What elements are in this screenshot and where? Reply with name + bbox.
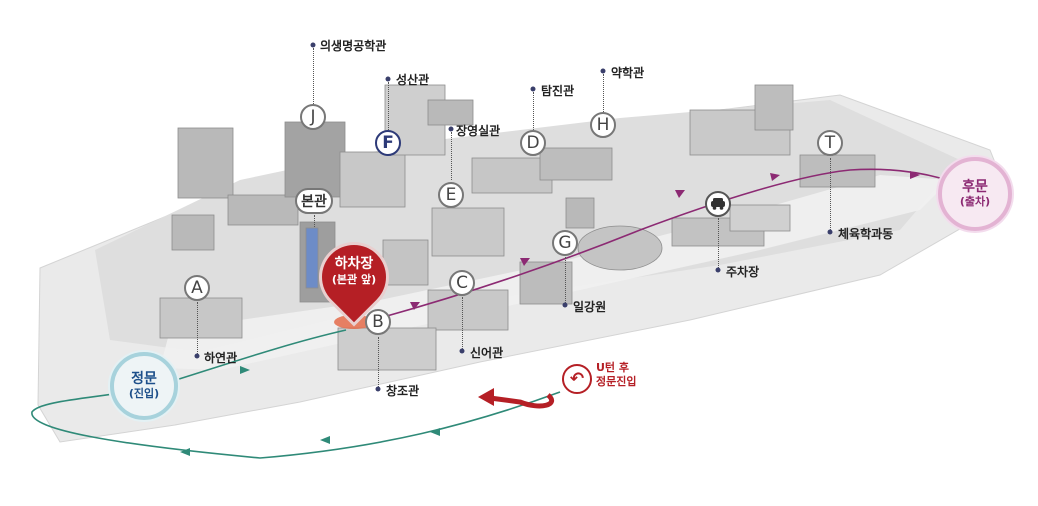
pin-J[interactable]: J <box>300 104 326 130</box>
buildings <box>159 84 876 371</box>
drop-off-title: 하차장 <box>334 256 374 272</box>
drop-off-label: 하차장 (본관 앞) <box>320 256 388 287</box>
label-parking: 주차장 <box>726 265 760 279</box>
route-outbound <box>379 168 941 319</box>
stem-A <box>197 302 198 354</box>
stem-E <box>451 132 452 180</box>
stem-B <box>378 337 379 387</box>
route-inbound <box>31 329 561 459</box>
stem-H <box>603 74 604 112</box>
stem-J <box>313 48 314 106</box>
main-gate-subtitle: (진입) <box>128 387 160 400</box>
main-gate-badge[interactable]: 정문 (진입) <box>110 352 178 420</box>
label-T: 체육학과동 <box>838 227 894 241</box>
label-C: 신어관 <box>470 346 504 360</box>
pin-H[interactable]: H <box>590 112 616 138</box>
u-turn-line1: U턴 후 <box>596 361 630 374</box>
pin-A[interactable]: A <box>184 275 210 301</box>
pin-E[interactable]: E <box>438 182 464 208</box>
dot-B <box>375 386 381 392</box>
dot-G <box>562 302 568 308</box>
dot-D <box>530 86 536 92</box>
u-turn-line2: 정문진입 <box>596 375 637 388</box>
stem-G <box>565 257 566 303</box>
back-gate-badge[interactable]: 후문 (출차) <box>938 157 1012 231</box>
u-turn-route <box>489 393 554 409</box>
stem-F <box>388 82 389 130</box>
label-G: 일강원 <box>573 300 607 314</box>
main-gate-title: 정문 <box>131 371 157 387</box>
label-B: 창조관 <box>386 384 420 398</box>
pin-F[interactable]: F <box>375 130 401 156</box>
dot-F <box>385 76 391 82</box>
dot-J <box>310 42 316 48</box>
dot-E <box>448 126 454 132</box>
pin-D[interactable]: D <box>520 130 546 156</box>
stem-parking <box>718 218 719 268</box>
dot-parking <box>715 267 721 273</box>
stem-C <box>462 297 463 349</box>
stem-T <box>830 158 831 230</box>
stem-main <box>314 215 315 227</box>
route-inbound-arrows <box>180 366 440 456</box>
pin-B[interactable]: B <box>365 309 391 335</box>
label-D: 탐진관 <box>541 84 575 98</box>
label-E: 장영실관 <box>456 124 501 138</box>
label-J: 의생명공학관 <box>320 39 387 53</box>
u-turn-label: U턴 후 정문진입 <box>596 361 636 389</box>
pin-G[interactable]: G <box>552 230 578 256</box>
u-turn-icon: ↶ <box>562 364 592 394</box>
route-outbound-arrows <box>410 171 920 310</box>
pin-C[interactable]: C <box>449 270 475 296</box>
label-A: 하연관 <box>204 351 238 365</box>
u-turn-arrowhead <box>478 388 494 406</box>
dot-H <box>600 68 606 74</box>
drop-off-subtitle: (본관 앞) <box>331 273 377 286</box>
label-H: 약학관 <box>611 66 645 80</box>
dot-T <box>827 229 833 235</box>
dot-A <box>194 353 200 359</box>
back-gate-subtitle: (출차) <box>959 195 991 208</box>
car-icon[interactable] <box>705 191 731 217</box>
back-gate-title: 후문 <box>962 179 988 195</box>
pin-T[interactable]: T <box>817 130 843 156</box>
stem-D <box>533 92 534 130</box>
pin-main-building[interactable]: 본관 <box>295 188 333 214</box>
dot-C <box>459 348 465 354</box>
label-F: 성산관 <box>396 73 430 87</box>
